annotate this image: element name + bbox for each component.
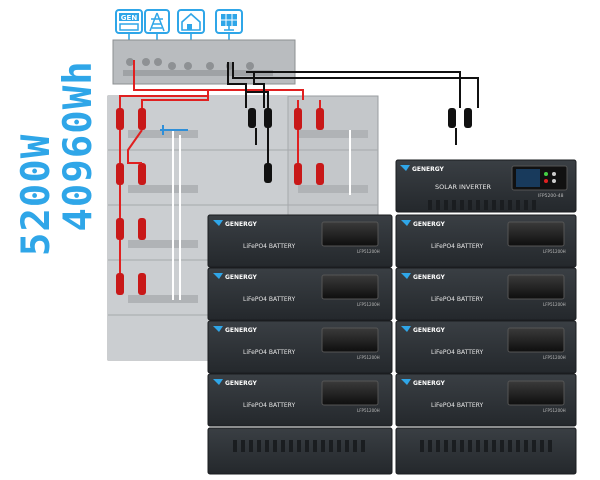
battery-part-number: LFP51200H	[543, 408, 566, 413]
battery-part-number: LFP51200H	[543, 249, 566, 254]
ac-label-text: AC230V:	[14, 256, 59, 452]
battery-module-right-2: GENERGY LiFePO4 BATTERY LFP51200H	[395, 267, 577, 321]
generator-icon: GEN	[115, 9, 143, 34]
battery-base-right	[395, 427, 577, 475]
terminal-studs	[116, 108, 472, 295]
home-icon	[177, 9, 205, 34]
battery-model-text: LiFePO4 BATTERY	[243, 296, 295, 303]
battery-module-left-4: GENERGY LiFePO4 BATTERY LFP51200H	[207, 373, 393, 427]
battery-part-number: LFP51200H	[357, 249, 380, 254]
battery-part-number: LFP51200H	[543, 355, 566, 360]
negative-wiring	[227, 62, 479, 163]
positive-wiring	[119, 60, 321, 273]
battery-module-right-4: GENERGY LiFePO4 BATTERY LFP51200H	[395, 373, 577, 427]
battery-base-left	[207, 427, 393, 475]
battery-model-text: LiFePO4 BATTERY	[431, 349, 483, 356]
battery-model-text: LiFePO4 BATTERY	[431, 402, 483, 409]
battery-part-number: LFP51200H	[357, 408, 380, 413]
battery-module-left-1: GENERGY LiFePO4 BATTERY LFP51200H	[207, 214, 393, 268]
battery-brand-label: GENERGY	[413, 221, 446, 228]
wiring-diagram: GEN	[107, 9, 577, 475]
battery-model-text: LiFePO4 BATTERY	[243, 402, 295, 409]
battery-part-number: LFP51200H	[357, 355, 380, 360]
battery-part-number: LFP51200H	[357, 302, 380, 307]
battery-module-right-3: GENERGY LiFePO4 BATTERY LFP51200H	[395, 320, 577, 374]
battery-model-text: LiFePO4 BATTERY	[431, 243, 483, 250]
sidebar: AC230V: 5200W BATTERY: 40960Wh	[0, 0, 101, 480]
battery-part-number: LFP51200H	[543, 302, 566, 307]
battery-value-text: 40960Wh	[56, 60, 101, 232]
battery-capacity-label: BATTERY: 40960Wh	[56, 60, 101, 452]
battery-brand-label: GENERGY	[413, 274, 446, 281]
inverter-part-number: IFP5200-48	[538, 193, 564, 199]
grid-tower-icon	[144, 9, 170, 34]
battery-model-text: LiFePO4 BATTERY	[431, 296, 483, 303]
ac-power-label: AC230V: 5200W	[14, 134, 59, 452]
battery-brand-label: GENERGY	[413, 327, 446, 334]
battery-brand-label: GENERGY	[225, 380, 258, 387]
battery-module-left-3: GENERGY LiFePO4 BATTERY LFP51200H	[207, 320, 393, 374]
battery-brand-label: GENERGY	[225, 221, 258, 228]
solar-panel-icon	[215, 9, 243, 34]
battery-brand-label: GENERGY	[413, 380, 446, 387]
battery-label-text: BATTERY:	[56, 231, 101, 452]
battery-brand-label: GENERGY	[225, 327, 258, 334]
solar-inverter-unit: GENERGY SOLAR INVERTER IFP5200-48	[395, 159, 577, 213]
battery-model-text: LiFePO4 BATTERY	[243, 243, 295, 250]
battery-module-right-1: GENERGY LiFePO4 BATTERY LFP51200H	[395, 214, 577, 268]
battery-brand-label: GENERGY	[225, 274, 258, 281]
inverter-model-text: SOLAR INVERTER	[435, 183, 491, 191]
inverter-brand-label: GENERGY	[412, 166, 445, 173]
gen-icon-label: GEN	[121, 14, 138, 22]
battery-module-left-2: GENERGY LiFePO4 BATTERY LFP51200H	[207, 267, 393, 321]
ac-value-text: 5200W	[14, 133, 59, 257]
battery-model-text: LiFePO4 BATTERY	[243, 349, 295, 356]
inverter-side-panel	[112, 39, 296, 85]
